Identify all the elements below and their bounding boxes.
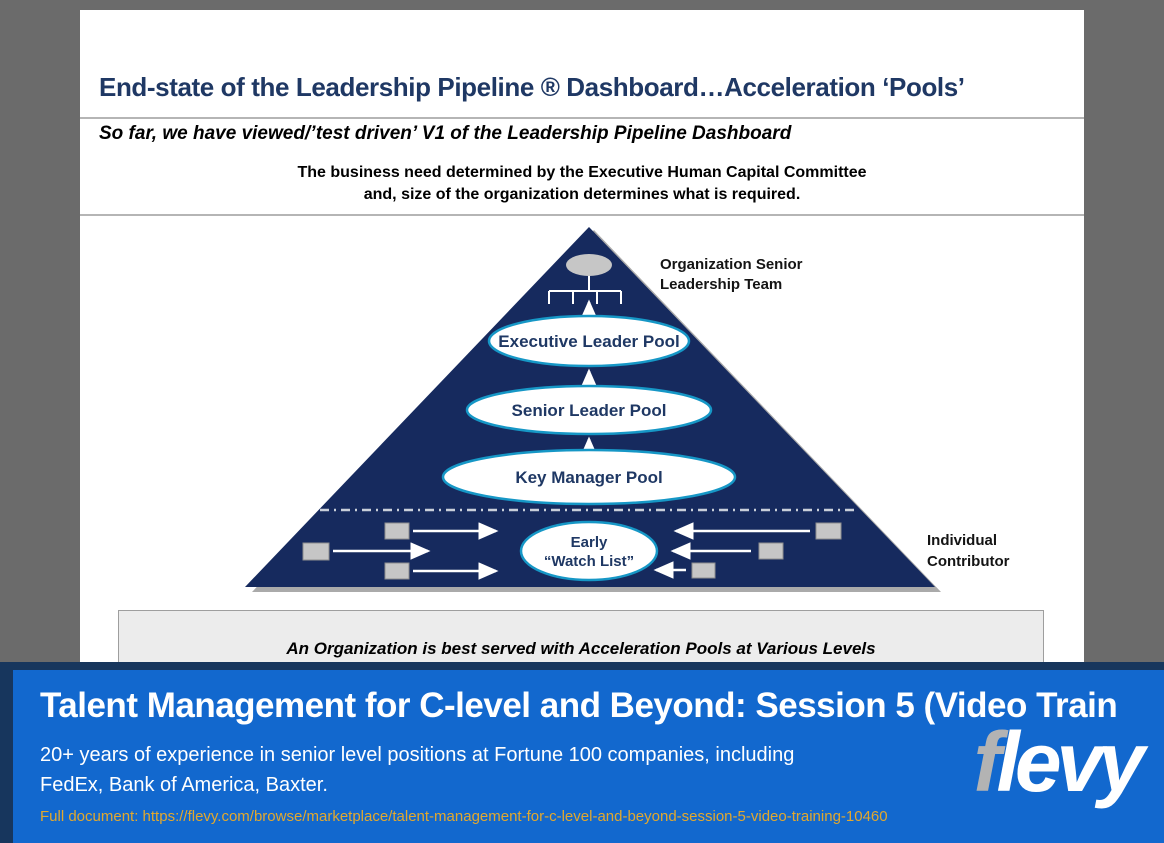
org-senior-leadership-label-2: Leadership Team (660, 276, 782, 293)
early-watch-list-label-1: Early (571, 534, 608, 551)
banner-description-line-2: FedEx, Bank of America, Baxter. (40, 774, 328, 796)
slide-title: End-state of the Leadership Pipeline ® D… (99, 72, 965, 102)
key-manager-pool-label: Key Manager Pool (515, 468, 662, 487)
candidate-box (815, 522, 842, 540)
pyramid-diagram: Executive Leader Pool Senior Leader Pool… (245, 227, 1010, 592)
divider (80, 214, 1084, 216)
flevy-logo: flevy (974, 720, 1145, 804)
flevy-logo-f: f (973, 715, 1002, 809)
candidate-box (384, 522, 410, 540)
early-watch-list-label-2: “Watch List” (544, 553, 634, 570)
senior-leader-pool-ellipse (465, 384, 713, 436)
callout-box: An Organization is best served with Acce… (118, 610, 1044, 665)
marketing-banner: Talent Management for C-level and Beyond… (0, 662, 1164, 843)
banner-title: Talent Management for C-level and Beyond… (40, 686, 1118, 725)
candidate-box (384, 562, 410, 580)
individual-contributor-label-1: Individual (927, 532, 997, 549)
key-manager-pool-ellipse (441, 448, 737, 506)
candidate-box (302, 542, 330, 561)
candidate-box (758, 542, 784, 560)
full-document-link[interactable]: Full document: https://flevy.com/browse/… (40, 808, 888, 825)
individual-contributor-label-2: Contributor (927, 553, 1010, 570)
intro-line-2: and, size of the organization determines… (363, 186, 801, 203)
intro-text: The business need determined by the Exec… (80, 162, 1084, 206)
candidate-box (691, 562, 716, 579)
slide: End-state of the Leadership Pipeline ® D… (80, 10, 1084, 665)
slide-subtitle: So far, we have viewed/’test driven’ V1 … (99, 123, 792, 144)
divider (80, 117, 1084, 119)
banner-description-line-1: 20+ years of experience in senior level … (40, 744, 795, 766)
flevy-logo-levy: levy (996, 715, 1145, 809)
leadership-team-ellipse (566, 254, 612, 276)
executive-leader-pool-label: Executive Leader Pool (498, 332, 679, 351)
executive-leader-pool-ellipse (487, 314, 691, 368)
early-watch-list-ellipse (519, 520, 659, 582)
org-chart-icon (548, 276, 622, 304)
org-senior-leadership-label-1: Organization Senior (660, 256, 803, 273)
senior-leader-pool-label: Senior Leader Pool (512, 401, 667, 420)
callout-text: An Organization is best served with Acce… (286, 639, 876, 658)
intro-line-1: The business need determined by the Exec… (297, 164, 867, 181)
